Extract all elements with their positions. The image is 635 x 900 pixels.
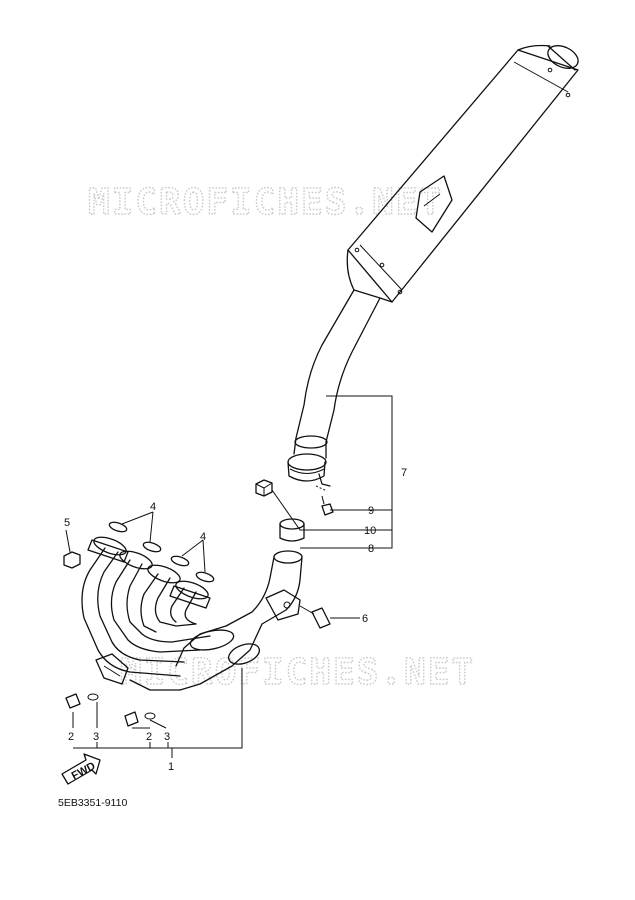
callout-4a: 4 (150, 501, 156, 513)
nut (255, 479, 273, 497)
leader-lines (65, 395, 393, 758)
reference-code: 5EB3351-9110 (58, 797, 127, 809)
callout-10: 10 (364, 525, 376, 537)
link-pipe (293, 289, 381, 459)
callout-4b: 4 (200, 531, 206, 543)
callout-1: 1 (168, 761, 174, 773)
bracket-bolt (299, 605, 331, 629)
muffler (346, 44, 579, 303)
clamp-bolt (321, 495, 334, 516)
fwd-arrow: FWD (61, 753, 101, 785)
callout-2a: 2 (68, 731, 74, 743)
exhaust-header-assembly (81, 536, 303, 691)
callout-5: 5 (64, 517, 70, 529)
callout-7: 7 (401, 467, 407, 479)
callout-3b: 3 (164, 731, 170, 743)
callout-3a: 3 (93, 731, 99, 743)
callout-2b: 2 (146, 731, 152, 743)
mount-bolts (65, 693, 156, 727)
port-gaskets (108, 521, 215, 583)
watermark-bottom: MICROFICHES.NET (120, 652, 475, 693)
callout-8: 8 (368, 543, 374, 555)
fwd-label: FWD (70, 760, 98, 782)
flange-nut (63, 551, 81, 569)
pipe-clamp (287, 453, 331, 492)
callout-9: 9 (368, 505, 374, 517)
callout-6: 6 (362, 613, 368, 625)
watermark-top: MICROFICHES.NET (88, 182, 443, 223)
